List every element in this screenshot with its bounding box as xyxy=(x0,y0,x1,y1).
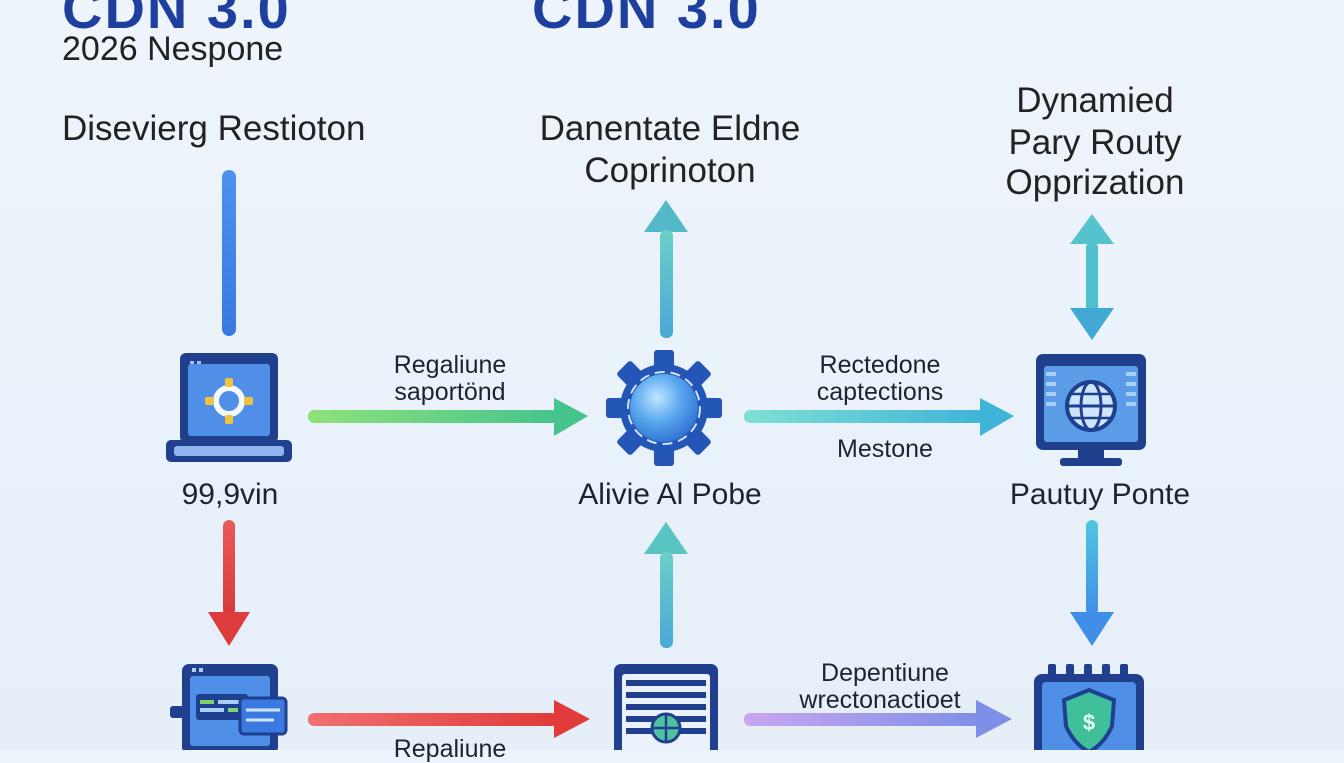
arrow-left-down xyxy=(208,520,250,646)
arrow-bottom-left-to-middle xyxy=(308,700,590,738)
arrow-right-bidirectional xyxy=(1070,214,1114,340)
arrow-middle-to-right xyxy=(744,398,1014,436)
caption-left-node: 99,9vin xyxy=(181,478,279,511)
shield-chip-icon: $ xyxy=(1034,664,1144,750)
label-right-line3: Opprization xyxy=(1005,163,1185,202)
arrow-middle-up-bottom xyxy=(644,522,688,648)
arrow-bottom-middle-to-right xyxy=(744,700,1012,738)
arrow-left-to-middle xyxy=(308,398,588,436)
diagram-subtitle: 2026 Nespone xyxy=(62,30,284,68)
label-right-line1: Dynamied xyxy=(1016,81,1174,120)
flow-label-bottom-1: Depentiune xyxy=(821,659,949,687)
flow-label-mid-right-note: Mestone xyxy=(837,435,933,463)
label-middle-line2: Coprinoton xyxy=(584,151,756,190)
flow-label-left-mid-2: saportönd xyxy=(394,378,506,406)
flow-label-mid-right-1: Rectedone xyxy=(819,351,941,379)
diagram-title-left: CDN 3.0 xyxy=(62,0,291,40)
arrow-right-down xyxy=(1070,520,1114,646)
globe-monitor-icon xyxy=(1036,354,1146,466)
diagram-title-right: CDN 3.0 xyxy=(532,0,761,40)
arrow-middle-up-top xyxy=(644,200,688,338)
caption-middle-node: Alivie Al Pobe xyxy=(578,478,762,511)
flow-label-left-mid-1: Regaliune xyxy=(393,351,507,379)
server-rack-icon xyxy=(614,664,718,750)
caption-right-node: Pautuy Ponte xyxy=(1009,478,1191,511)
label-right-line2: Pary Routy xyxy=(1008,123,1182,162)
label-discovery-restoration: Disevierg Restioton xyxy=(62,109,366,148)
label-middle-line1: Danentate Eldne xyxy=(539,109,801,148)
gear-icon xyxy=(606,350,722,466)
connector-left-top xyxy=(222,170,236,336)
laptop-icon xyxy=(166,353,292,462)
svg-text:$: $ xyxy=(1083,710,1095,735)
server-window-icon xyxy=(170,664,288,750)
flow-label-mid-right-2: captections xyxy=(816,378,944,406)
flow-label-bottom-2: wrectonactioet xyxy=(799,686,961,714)
